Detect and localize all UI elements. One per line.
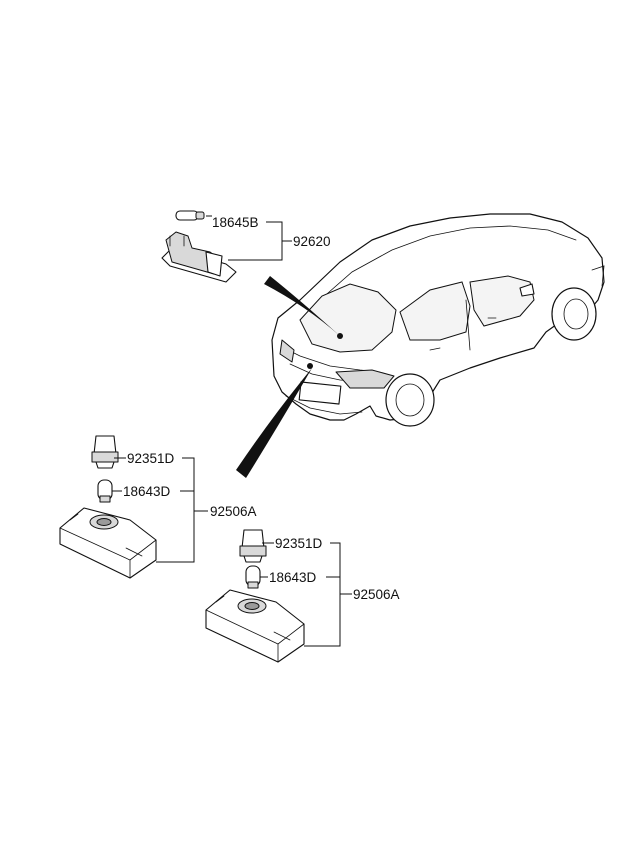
license-lamp-location-marker (307, 363, 313, 369)
socket-92351d-icon-2 (239, 529, 267, 563)
socket-92351d-icon (91, 435, 119, 469)
callout-18643d-1: 18643D (123, 484, 171, 499)
leader-wedge-upper (264, 276, 340, 336)
luggage-lamp-assembly (161, 210, 237, 283)
license-lamp-assembly-1 (59, 435, 157, 579)
car-illustration (271, 213, 605, 427)
bulb-18645b-icon (175, 210, 205, 221)
leader-lines (112, 221, 352, 647)
callout-92620: 92620 (293, 234, 331, 249)
leader-wedge-lower (236, 368, 312, 478)
callout-92506a-2: 92506A (353, 587, 400, 602)
callout-92351d-2: 92351D (275, 536, 323, 551)
bulb-18643d-icon-2 (245, 565, 261, 589)
callout-18643d-2: 18643D (269, 570, 317, 585)
callout-92506a-1: 92506A (210, 504, 257, 519)
bulb-18643d-icon (97, 479, 113, 503)
callout-92351d-1: 92351D (127, 451, 175, 466)
license-lamp-assembly-2 (205, 529, 305, 663)
callout-18645b: 18645B (212, 215, 259, 230)
